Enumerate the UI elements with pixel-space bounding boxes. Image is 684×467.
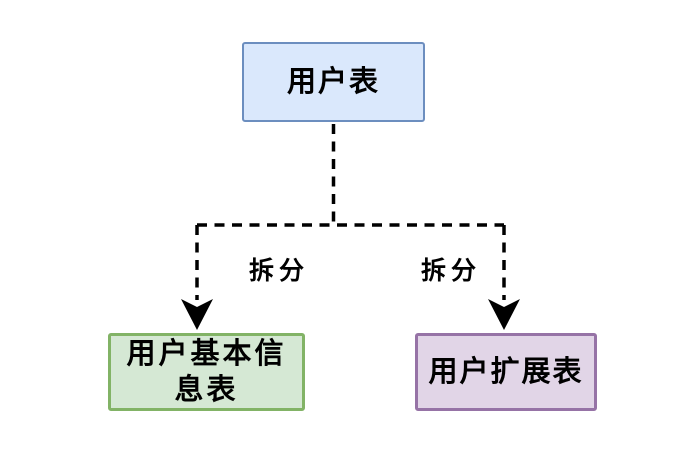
arrowhead-left-icon [181,299,213,330]
node-user-table-label: 用户表 [286,65,380,98]
node-user-basic-info-table: 用户基本信息表 [108,333,305,411]
node-user-table: 用户表 [242,42,425,122]
edge-label-split-left: 拆分 [249,257,310,285]
edge-label-split-right: 拆分 [421,257,482,285]
arrowhead-right-icon [488,299,520,330]
node-user-extension-table: 用户扩展表 [415,333,597,411]
node-user-basic-info-table-label: 用户基本信息表 [126,337,287,406]
node-user-extension-table-label: 用户扩展表 [428,355,584,388]
